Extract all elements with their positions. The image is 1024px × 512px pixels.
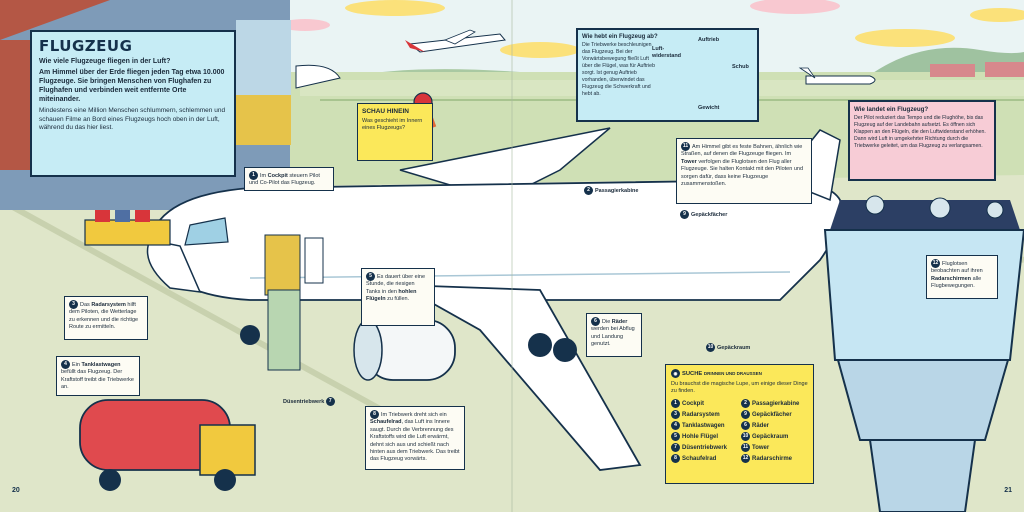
search-item-label: Tower <box>752 445 770 452</box>
search-item-number: 6 <box>741 421 750 431</box>
page-number-right: 21 <box>1004 487 1012 494</box>
flying-plane <box>405 29 506 53</box>
nose-wheel <box>240 325 260 345</box>
label-engine: Düsentriebwerk 7 <box>283 397 337 406</box>
page-title: FLUGZEUG <box>39 37 133 55</box>
radar-nose <box>146 239 202 293</box>
search-item-number: 9 <box>741 410 750 420</box>
look-inside-title: SCHAU HINEIN <box>362 108 409 115</box>
hangar <box>930 64 975 77</box>
look-inside-text: Was geschieht im Innern eines Flugzeugs? <box>362 118 423 132</box>
main-wheel <box>528 333 552 357</box>
search-box: ◉SUCHE DRINNEN UND DRAUSSEN Du brauchst … <box>665 364 814 484</box>
search-text: Du brauchst die magische Lupe, um einige… <box>671 381 808 395</box>
force-drag-label: Luft-widerstand <box>652 46 682 59</box>
landing-text: Der Pilot reduziert das Tempo und die Fl… <box>854 115 986 150</box>
page-number-left: 20 <box>12 487 20 494</box>
cockpit-window <box>184 217 229 246</box>
look-inside-box: SCHAU HINEIN Was geschieht im Innern ein… <box>357 103 433 161</box>
search-item-label: Schaufelrad <box>682 456 717 463</box>
search-item-number: 1 <box>671 399 680 409</box>
search-item-label: Tanklastwagen <box>682 423 725 430</box>
search-item-label: Gepäckraum <box>752 434 789 441</box>
force-lift-label: Auftrieb <box>698 37 720 43</box>
intro-body: Mindestens eine Million Menschen schlumm… <box>39 107 226 132</box>
search-item-number: 4 <box>671 421 680 431</box>
jet-engine <box>353 319 456 381</box>
search-item-label: Räder <box>752 423 770 430</box>
intro-question: Wie viele Flugzeuge fliegen in der Luft? <box>39 58 171 65</box>
search-item-label: Cockpit <box>682 401 705 408</box>
search-item-number: 10 <box>741 432 750 442</box>
search-item-number: 8 <box>671 454 680 464</box>
search-item-number: 7 <box>671 443 680 453</box>
search-item-label: Gepäckfächer <box>752 412 792 419</box>
search-item-label: Passagierkabine <box>752 401 800 408</box>
boarding-stairs <box>267 289 301 371</box>
search-item-number: 12 <box>741 454 750 464</box>
search-item-number: 11 <box>741 443 750 453</box>
search-item-number: 5 <box>671 432 680 442</box>
search-item-number: 3 <box>671 410 680 420</box>
search-item-label: Radarschirme <box>752 456 793 463</box>
fuel-truck <box>79 399 256 491</box>
lift-text: Die Triebwerke beschleunigen das Flugzeu… <box>582 42 655 98</box>
landing-title: Wie landet ein Flugzeug? <box>854 106 929 113</box>
force-thrust-label: Schub <box>732 64 749 70</box>
taxiing-plane <box>295 64 341 89</box>
intro-panel: FLUGZEUG Wie viele Flugzeuge fliegen in … <box>30 30 236 177</box>
lift-box: Wie hebt ein Flugzeug ab? Die Triebwerke… <box>576 28 759 122</box>
search-item-label: Radarsystem <box>682 412 720 419</box>
baggage-cart <box>84 210 171 246</box>
search-item-number: 2 <box>741 399 750 409</box>
lift-title: Wie hebt ein Flugzeug ab? <box>582 34 658 40</box>
force-weight-label: Gewicht <box>698 105 720 111</box>
landing-box: Wie landet ein Flugzeug? Der Pilot reduz… <box>848 100 996 181</box>
search-item-label: Düsentriebwerk <box>682 445 728 452</box>
search-item-label: Hohle Flügel <box>682 434 718 441</box>
landing-plane <box>798 67 876 85</box>
search-title: ◉SUCHE DRINNEN UND DRAUSSEN <box>671 369 808 378</box>
front-wing <box>399 284 642 471</box>
intro-lead: Am Himmel über der Erde fliegen jeden Ta… <box>39 69 225 103</box>
